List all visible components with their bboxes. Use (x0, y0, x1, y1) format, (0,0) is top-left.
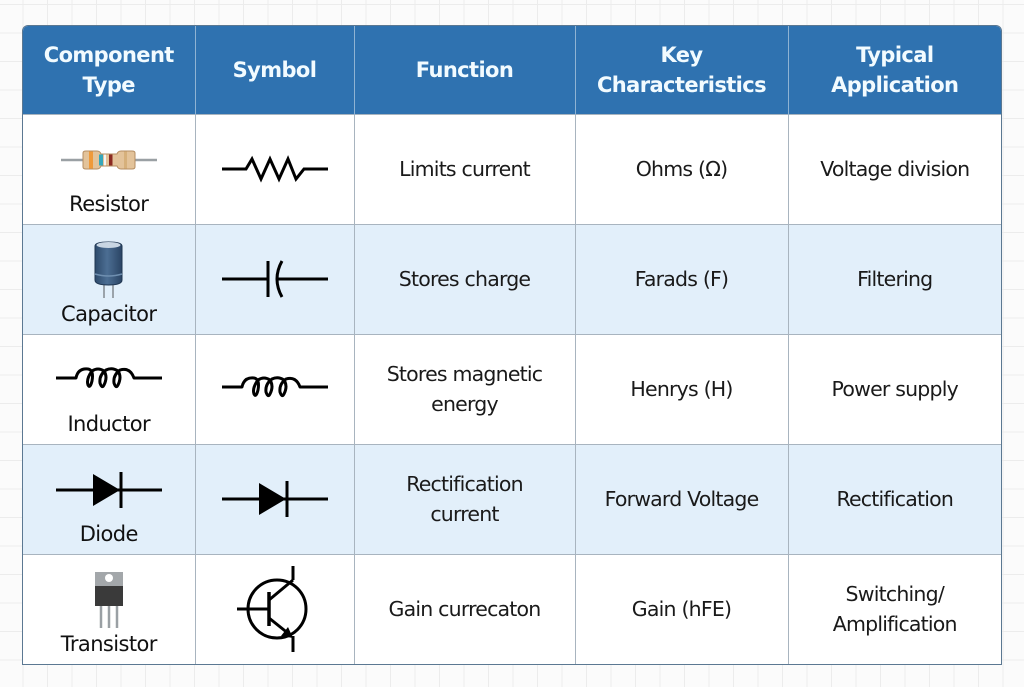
symbol-cell (194, 333, 355, 445)
component-name: Transistor (60, 632, 158, 657)
header-symbol: Symbol (194, 26, 354, 114)
symbol-cell (194, 443, 355, 555)
component-name: Inductor (67, 412, 151, 436)
function-cell: Stores magnetic energy (353, 333, 576, 445)
header-label: Key Characteristics (596, 42, 767, 97)
transistor-symbol-icon (202, 564, 348, 654)
table-row-inductor: Inductor Stores magnetic energy Henrys (… (23, 333, 1001, 445)
header-row: Component Type Symbol Function Key Chara… (23, 26, 1001, 114)
characteristics-cell: Henrys (H) (574, 333, 789, 445)
component-cell: Resistor (23, 113, 196, 225)
function-text: Stores magnetic energy (386, 362, 543, 416)
diode-component-icon (54, 459, 164, 521)
capacitor-symbol-icon (202, 257, 348, 301)
table-row-capacitor: Capacitor Stores charge Farads (F) Filte… (23, 223, 1001, 335)
transistor-component-icon (92, 569, 126, 631)
capacitor-component-icon (89, 239, 129, 301)
component-cell: Transistor (23, 553, 196, 664)
application-text: Switching/ Amplification (832, 582, 958, 637)
diode-symbol-icon (202, 477, 348, 521)
symbol-cell (194, 223, 355, 335)
components-table: Component Type Symbol Function Key Chara… (22, 25, 1002, 665)
application-cell: Power supply (787, 333, 1001, 445)
resistor-symbol-icon (202, 154, 348, 184)
component-name: Diode (79, 522, 139, 546)
function-cell: Limits current (353, 113, 576, 225)
function-cell: Rectification current (353, 443, 576, 555)
table-row-diode: Diode Rectification current Forward Volt… (23, 443, 1001, 555)
characteristics-cell: Forward Voltage (574, 443, 789, 555)
characteristics-cell: Farads (F) (574, 223, 789, 335)
application-cell: Voltage division (787, 113, 1001, 225)
component-cell: Diode (23, 443, 196, 555)
component-cell: Capacitor (23, 223, 196, 335)
header-component-type: Component Type (23, 26, 195, 114)
application-cell: Filtering (787, 223, 1001, 335)
header-label: Symbol (232, 57, 317, 82)
inductor-symbol-icon (202, 374, 348, 404)
application-cell: Switching/ Amplification (787, 553, 1001, 664)
application-cell: Rectification (787, 443, 1001, 555)
symbol-cell (194, 553, 355, 664)
component-name: Resistor (69, 192, 149, 216)
characteristics-cell: Gain (hFE) (574, 553, 789, 664)
function-text: Rectification current (406, 472, 523, 526)
characteristics-cell: Ohms (Ω) (574, 113, 789, 225)
function-cell: Stores charge (353, 223, 576, 335)
component-name: Capacitor (61, 302, 157, 326)
table-row-transistor: Transistor Gain curr (23, 553, 1001, 664)
component-cell: Inductor (23, 333, 196, 445)
header-label: Component Type (43, 42, 175, 97)
header-function: Function (353, 26, 575, 114)
header-label: Function (415, 57, 514, 82)
header-label: Typical Application (831, 42, 959, 97)
header-typical-application: Typical Application (787, 26, 1001, 114)
header-key-characteristics: Key Characteristics (574, 26, 788, 114)
symbol-cell (194, 113, 355, 225)
table-row-resistor: Resistor Limits current Ohms (Ω) Voltage… (23, 113, 1001, 225)
inductor-component-icon (54, 349, 164, 411)
resistor-component-icon (59, 129, 159, 191)
function-cell: Gain currecaton (353, 553, 576, 664)
